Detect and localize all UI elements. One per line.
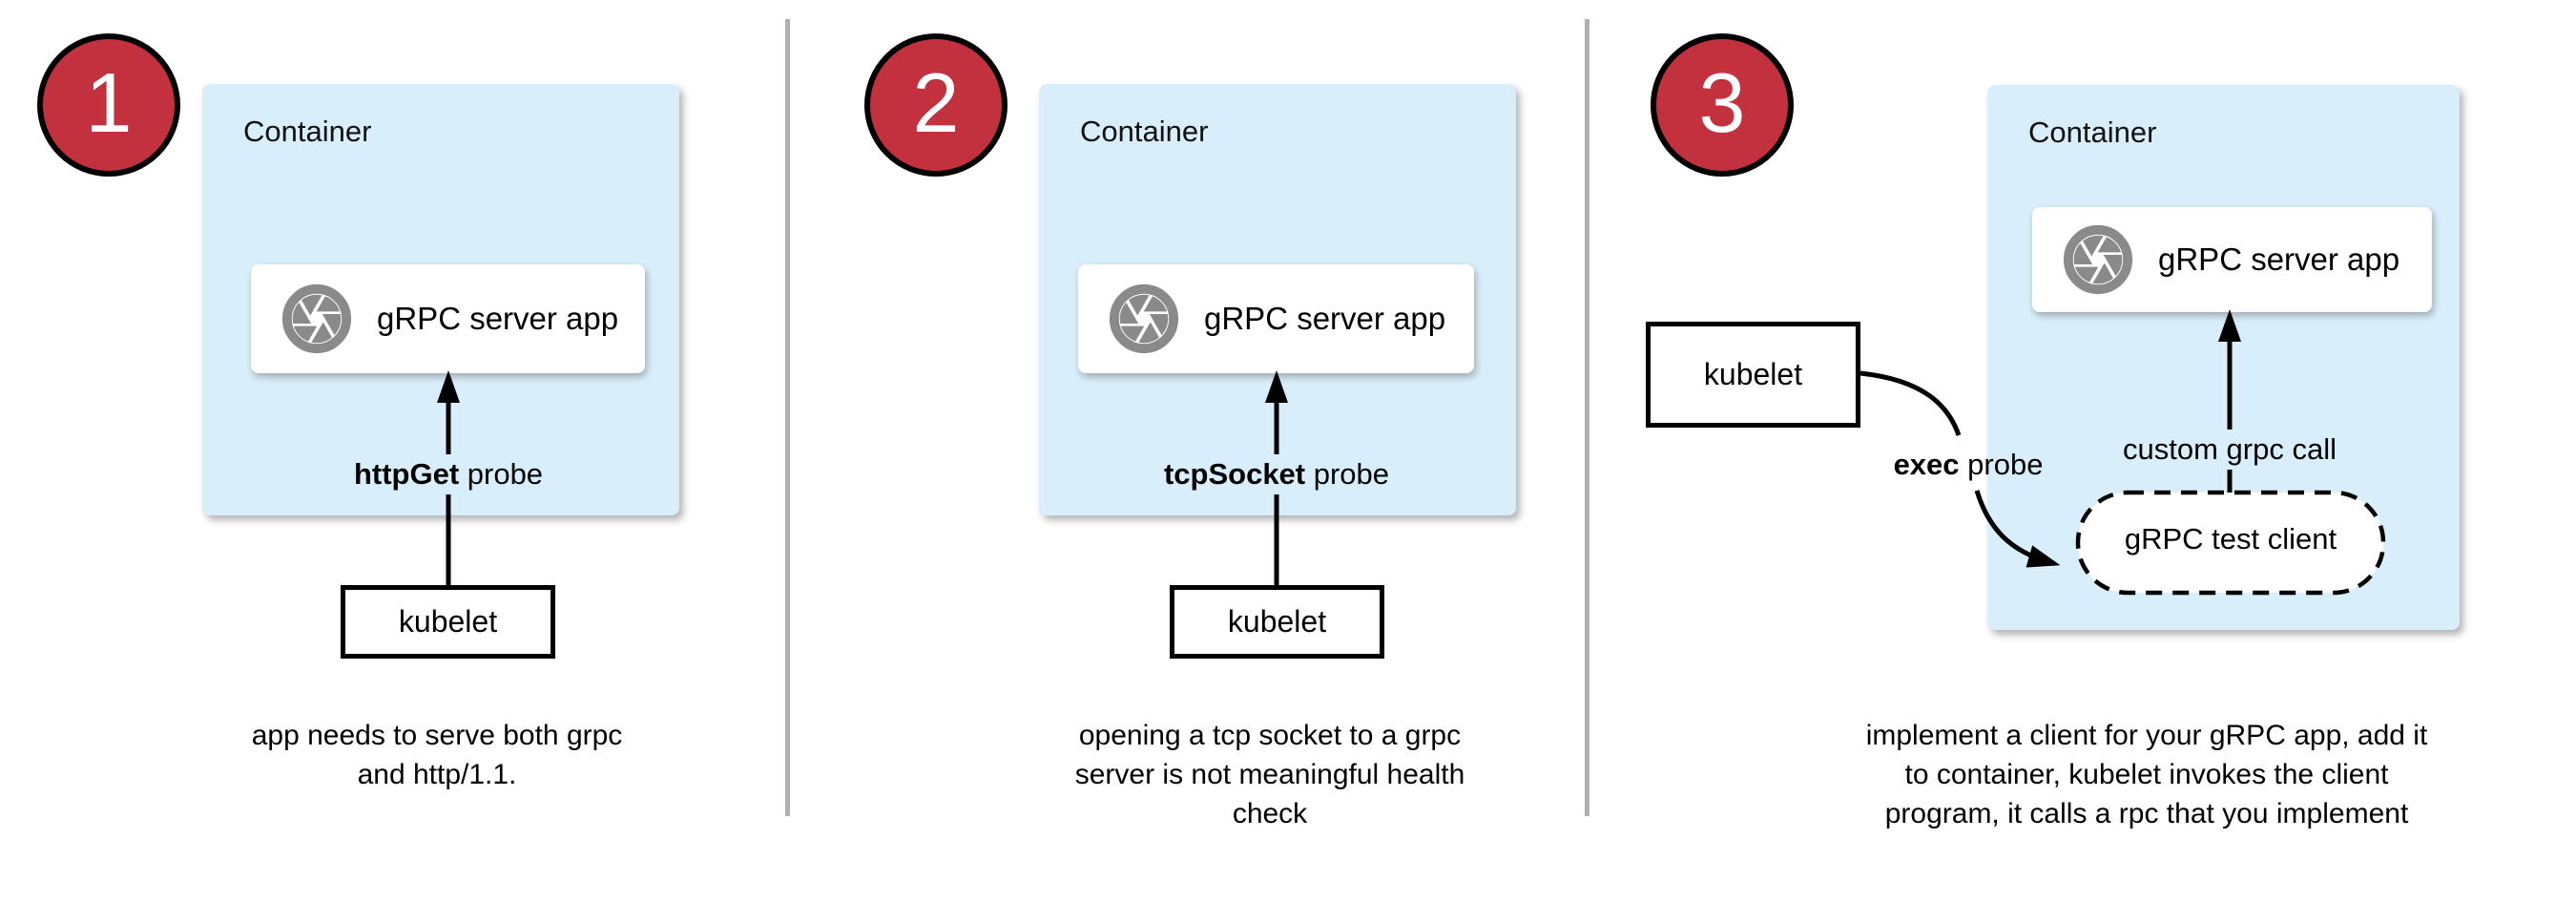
- panel-divider-2: [1585, 19, 1589, 816]
- kubelet-label-3: kubelet: [1703, 357, 1803, 391]
- custom-grpc-call-label: custom grpc call: [2113, 430, 2346, 470]
- caption-2-line-3: check: [1232, 798, 1308, 829]
- probe-label-2-rest: probe: [1305, 457, 1390, 491]
- container-label-3: Container: [2028, 115, 2157, 149]
- kubelet-box-3: kubelet: [1646, 322, 1860, 428]
- kubelet-label-1: kubelet: [398, 604, 498, 639]
- probe-label-2-bold: tcpSocket: [1163, 457, 1306, 491]
- probe-label-3-rest: probe: [1959, 448, 2044, 481]
- step-badge-3: 3: [1651, 33, 1794, 177]
- caption-1: app needs to serve both grpc and http/1.…: [141, 716, 733, 794]
- panel-divider-1: [785, 19, 790, 816]
- step-badge-2: 2: [864, 33, 1008, 177]
- grpc-server-app-box-1: gRPC server app: [251, 264, 645, 373]
- step-badge-1: 1: [37, 33, 180, 177]
- app-box-label-1: gRPC server app: [377, 301, 619, 336]
- grpc-server-app-box-2: gRPC server app: [1078, 264, 1474, 373]
- caption-2: opening a tcp socket to a grpc server is…: [974, 716, 1566, 833]
- grpc-test-client-label: gRPC test client: [2124, 522, 2337, 556]
- caption-3-line-2: to container, kubelet invokes the client: [1904, 759, 2389, 790]
- probe-label-1-rest: probe: [459, 457, 544, 491]
- step-number-2: 2: [912, 55, 960, 150]
- probe-label-3-bold: exec: [1893, 448, 1960, 481]
- container-label-2: Container: [1080, 115, 1209, 148]
- step-number-3: 3: [1698, 55, 1746, 150]
- caption-2-line-2: server is not meaningful health: [1074, 759, 1465, 790]
- caption-1-line-2: and http/1.1.: [357, 759, 517, 790]
- step-number-1: 1: [85, 55, 133, 150]
- probe-label-3: exec probe: [1884, 445, 2053, 485]
- caption-3-line-3: program, it calls a rpc that you impleme…: [1884, 798, 2409, 829]
- camera-aperture-icon: [1109, 283, 1179, 354]
- camera-aperture-icon: [2063, 224, 2133, 295]
- container-label-1: Container: [243, 115, 372, 148]
- app-box-label-2: gRPC server app: [1204, 301, 1446, 336]
- kubelet-box-2: kubelet: [1170, 585, 1384, 659]
- exec-probe-curve-upper: [1859, 370, 1962, 436]
- grpc-server-app-box-3: gRPC server app: [2032, 207, 2432, 312]
- caption-3: implement a client for your gRPC app, ad…: [1765, 716, 2528, 833]
- camera-aperture-icon: [281, 283, 352, 354]
- app-box-label-3: gRPC server app: [2158, 241, 2400, 277]
- caption-3-line-1: implement a client for your gRPC app, ad…: [1865, 720, 2428, 751]
- probe-label-1: httpGet probe: [343, 454, 553, 494]
- caption-2-line-1: opening a tcp socket to a grpc: [1078, 720, 1462, 751]
- probe-label-1-bold: httpGet: [353, 457, 460, 491]
- kubelet-label-2: kubelet: [1227, 604, 1327, 639]
- caption-1-line-1: app needs to serve both grpc: [251, 720, 623, 751]
- kubelet-box-1: kubelet: [341, 585, 555, 659]
- probe-label-2: tcpSocket probe: [1153, 454, 1400, 494]
